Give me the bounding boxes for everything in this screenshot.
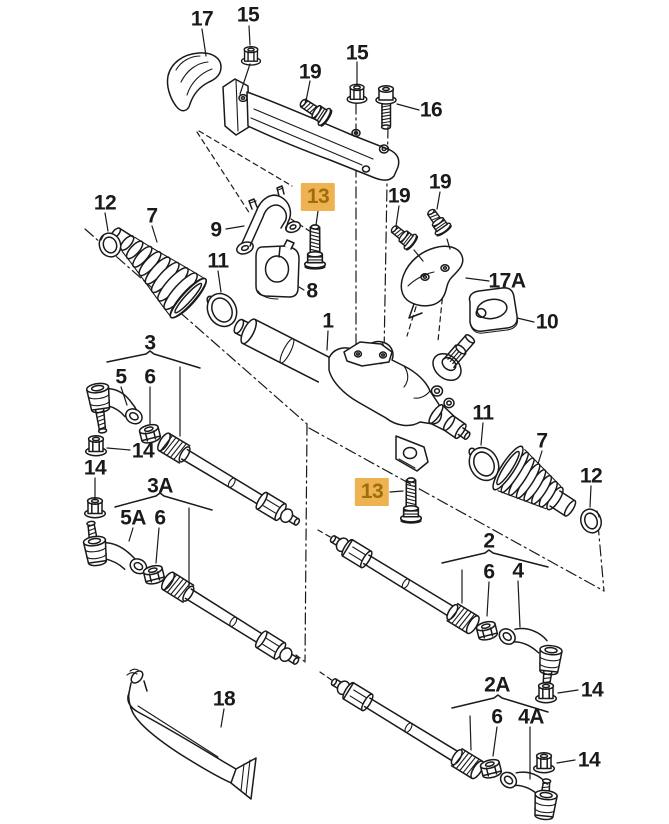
lock-nut-14-b bbox=[83, 497, 107, 519]
bracket-17A bbox=[400, 245, 464, 319]
callout-7: 7 bbox=[536, 429, 548, 453]
callout-18: 18 bbox=[212, 687, 236, 711]
callout-16: 16 bbox=[419, 98, 443, 122]
screw-19-top bbox=[299, 98, 333, 127]
callout-5: 5 bbox=[115, 365, 127, 389]
lock-nut-14-a bbox=[84, 435, 108, 457]
callout-13-highlighted[interactable]: 13 bbox=[354, 478, 390, 506]
hex-nut-6-lower-left bbox=[142, 564, 166, 585]
callout-9: 9 bbox=[210, 218, 222, 242]
screw-13-top bbox=[303, 224, 327, 270]
callout-19: 19 bbox=[387, 184, 411, 208]
boot-7-left bbox=[110, 227, 207, 319]
callout-14: 14 bbox=[577, 748, 601, 772]
callout-11: 11 bbox=[472, 401, 494, 425]
callout-5A: 5A bbox=[120, 506, 146, 530]
hex-nut-6-lower-right bbox=[479, 758, 503, 779]
flange-nut-15a bbox=[240, 46, 262, 66]
grommet-10 bbox=[468, 287, 518, 334]
callout-6: 6 bbox=[491, 705, 503, 729]
clip-12-right bbox=[579, 508, 603, 534]
callout-19: 19 bbox=[298, 60, 322, 84]
callout-4: 4 bbox=[512, 559, 524, 583]
lock-nut-14-d bbox=[532, 752, 556, 774]
callout-6: 6 bbox=[483, 560, 495, 584]
hex-nut-6-upper-left bbox=[138, 423, 162, 444]
heat-shield-17 bbox=[166, 52, 400, 181]
leader-lines bbox=[94, 25, 592, 780]
callout-17: 17 bbox=[190, 7, 214, 31]
callout-17A: 17A bbox=[488, 269, 526, 293]
clip-12-left bbox=[98, 232, 122, 258]
tie-rod-end-4A bbox=[499, 771, 558, 821]
callout-2A: 2A bbox=[484, 673, 510, 697]
steering-rack-1 bbox=[233, 318, 332, 383]
screw-13-bottom bbox=[399, 477, 423, 524]
hex-nut-6-upper-right bbox=[475, 620, 499, 641]
screw-19-mid-left bbox=[390, 225, 419, 251]
callout-7: 7 bbox=[146, 204, 158, 228]
screw-19-mid-right bbox=[426, 208, 452, 237]
callout-11: 11 bbox=[207, 249, 229, 273]
callout-12: 12 bbox=[579, 464, 603, 488]
rack-output bbox=[428, 404, 471, 440]
callout-6: 6 bbox=[144, 365, 156, 389]
callout-2: 2 bbox=[483, 529, 495, 553]
clamp-11-right bbox=[468, 446, 500, 482]
callout-1: 1 bbox=[322, 309, 334, 333]
callout-3: 3 bbox=[144, 331, 156, 355]
callout-19: 19 bbox=[428, 170, 452, 194]
lock-nut-14-c bbox=[534, 682, 558, 704]
rack-mount-foot bbox=[395, 435, 429, 472]
callout-14: 14 bbox=[83, 456, 107, 480]
callout-6: 6 bbox=[154, 506, 166, 530]
callout-8: 8 bbox=[306, 279, 318, 303]
clamp-11-left bbox=[206, 292, 238, 328]
group-braces bbox=[106, 350, 549, 713]
flange-nut-15b bbox=[346, 83, 368, 104]
inner-tie-rod-2 bbox=[329, 535, 480, 635]
callout-4A: 4A bbox=[518, 705, 544, 729]
grease-tube-18 bbox=[126, 668, 257, 800]
tie-rod-end-5 bbox=[85, 382, 143, 434]
callout-15: 15 bbox=[345, 41, 369, 65]
callout-14: 14 bbox=[131, 439, 155, 463]
callout-3A: 3A bbox=[147, 474, 173, 498]
callout-15: 15 bbox=[236, 3, 260, 27]
rack-clamp-9 bbox=[236, 185, 302, 255]
callout-13-highlighted[interactable]: 13 bbox=[300, 183, 336, 211]
rack-input-shaft bbox=[443, 334, 476, 369]
callout-12: 12 bbox=[93, 191, 117, 215]
callout-14: 14 bbox=[580, 678, 604, 702]
callout-10: 10 bbox=[535, 310, 559, 334]
boot-7-right bbox=[492, 445, 577, 517]
bolt-16 bbox=[375, 85, 397, 130]
rack-valve-ports bbox=[430, 385, 455, 409]
inner-tie-rod-3 bbox=[157, 432, 301, 526]
rack-housing bbox=[328, 340, 462, 427]
bushing-8 bbox=[255, 239, 300, 300]
